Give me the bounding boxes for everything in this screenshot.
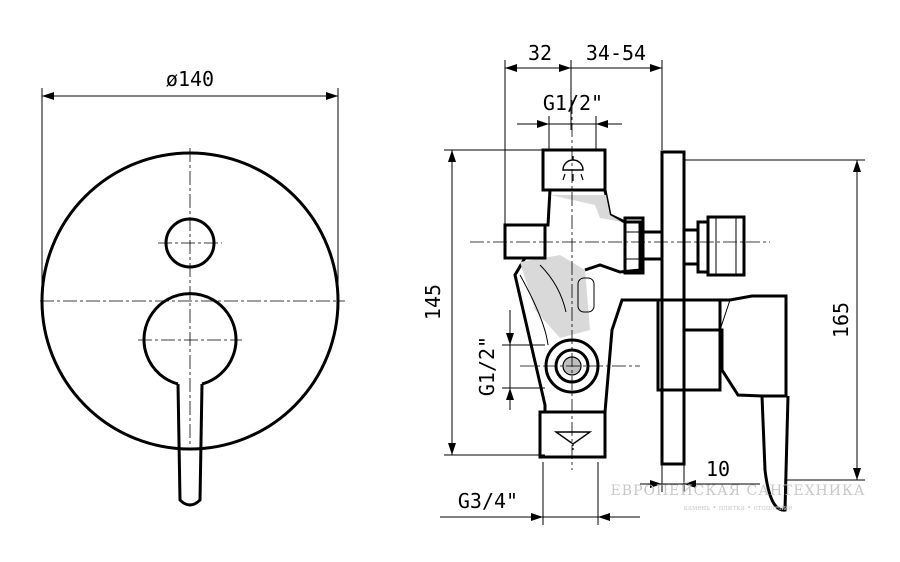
- inspection-slot: [577, 277, 595, 313]
- dimension-arrow-left: [42, 92, 54, 100]
- front-view: ø140: [40, 67, 345, 507]
- lever-handle-side: [760, 395, 790, 512]
- lever-handle: [176, 383, 204, 507]
- height-145-label: 145: [421, 284, 445, 320]
- left-port-nut: [503, 223, 547, 260]
- watermark: ЕВРОПЕЙСКАЯ САНТЕХНИКА камень • плитка •…: [611, 480, 866, 512]
- bottom-outlet-block: [538, 410, 607, 459]
- top-outlet-block: [541, 148, 607, 192]
- diverter-knob-side: [706, 215, 746, 277]
- plate-offset-label: 10: [706, 457, 730, 481]
- thread-side-label: G1/2": [475, 336, 499, 396]
- dimension-arrow-right: [326, 92, 338, 100]
- side-view: 32 34-54 G1/2" 145 G1/2" 165: [421, 41, 865, 525]
- valve-body-upper: [584, 189, 642, 274]
- thread-bottom-label: G3/4": [458, 489, 518, 513]
- diverter-stem: [682, 228, 700, 266]
- diameter-label: ø140: [166, 67, 214, 91]
- dim-top-left: 32: [528, 41, 552, 65]
- spout-icon: [553, 431, 593, 452]
- cover-plate-side: [660, 150, 686, 466]
- thread-top-label: G1/2": [543, 91, 603, 115]
- lever-body-side: [684, 294, 788, 398]
- right-port-nut: [623, 216, 645, 275]
- height-165-label: 165: [829, 302, 853, 338]
- shower-icon: [562, 156, 584, 181]
- dim-top-right: 34-54: [586, 41, 646, 65]
- watermark-subtitle: камень • плитка • отопление: [684, 504, 793, 512]
- watermark-title: ЕВРОПЕЙСКАЯ САНТЕХНИКА: [611, 480, 866, 499]
